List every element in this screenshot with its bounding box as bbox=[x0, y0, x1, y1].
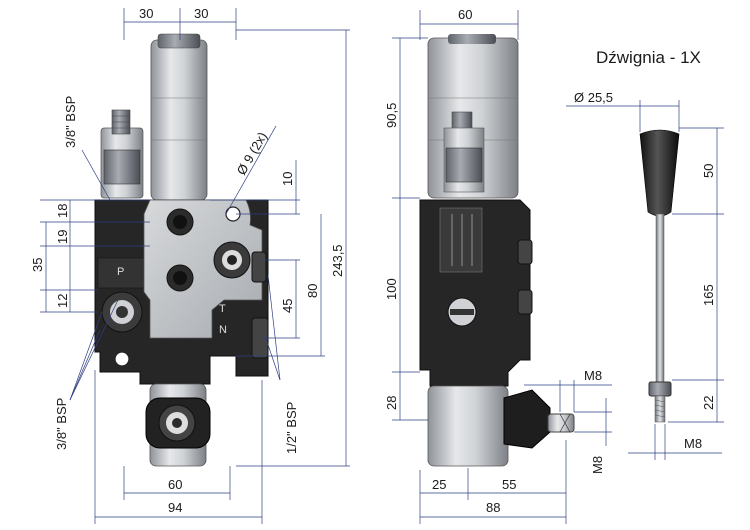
lever-dim-165: 165 bbox=[701, 284, 716, 306]
dim-80: 80 bbox=[305, 284, 320, 298]
lever-nut bbox=[648, 381, 672, 397]
dim-94: 94 bbox=[168, 500, 182, 515]
cover-plate bbox=[143, 199, 263, 339]
lever-dim-22: 22 bbox=[701, 396, 716, 410]
thread-bottom-right-label: 1/2" BSP bbox=[284, 402, 299, 454]
dim-30-left: 30 bbox=[139, 6, 153, 21]
side-dim-88: 88 bbox=[486, 500, 500, 515]
port-n-label: N bbox=[219, 324, 227, 336]
lever-rod bbox=[655, 213, 665, 383]
side-dim-28: 28 bbox=[384, 396, 399, 410]
side-dim-100: 100 bbox=[384, 278, 399, 300]
lever-knob bbox=[639, 129, 680, 217]
side-dimensions: 60 90,5 100 28 25 55 88 M8 M8 bbox=[384, 7, 612, 524]
lever-view: Dźwignia - 1X bbox=[596, 48, 701, 423]
side-view bbox=[419, 34, 575, 467]
side-m8-top: M8 bbox=[584, 368, 602, 383]
thread-top-label: 3/8" BSP bbox=[63, 96, 78, 148]
dim-10: 10 bbox=[280, 172, 295, 186]
dim-18: 18 bbox=[55, 204, 70, 218]
front-view: P T N bbox=[94, 33, 269, 467]
dim-60-bottom: 60 bbox=[168, 477, 182, 492]
side-dim-25: 25 bbox=[432, 477, 446, 492]
side-dim-55: 55 bbox=[502, 477, 516, 492]
thread-bottom-left-label: 3/8" BSP bbox=[54, 398, 69, 450]
side-m8-side: M8 bbox=[590, 456, 605, 474]
nameplate bbox=[439, 207, 483, 273]
top-cylinder bbox=[150, 39, 208, 201]
lever-title: Dźwignia - 1X bbox=[596, 48, 701, 67]
diam-9-label: Ø 9 (2x) bbox=[234, 129, 270, 177]
port-t-label: T bbox=[219, 303, 226, 315]
dim-243-5: 243,5 bbox=[330, 244, 345, 277]
mount-hole-bottom bbox=[114, 351, 130, 367]
lever-diam: Ø 25,5 bbox=[574, 90, 613, 105]
lever-m8: M8 bbox=[684, 436, 702, 451]
dim-35: 35 bbox=[30, 258, 45, 272]
dim-30-right: 30 bbox=[194, 6, 208, 21]
lever-dim-50: 50 bbox=[701, 164, 716, 178]
dim-19: 19 bbox=[55, 230, 70, 244]
dim-45: 45 bbox=[280, 299, 295, 313]
side-dim-90-5: 90,5 bbox=[384, 103, 399, 128]
dim-12: 12 bbox=[55, 294, 70, 308]
side-dim-60: 60 bbox=[458, 7, 472, 22]
lever-dimensions: Ø 25,5 50 165 22 M8 bbox=[566, 90, 724, 460]
port-p-label: P bbox=[117, 266, 124, 278]
